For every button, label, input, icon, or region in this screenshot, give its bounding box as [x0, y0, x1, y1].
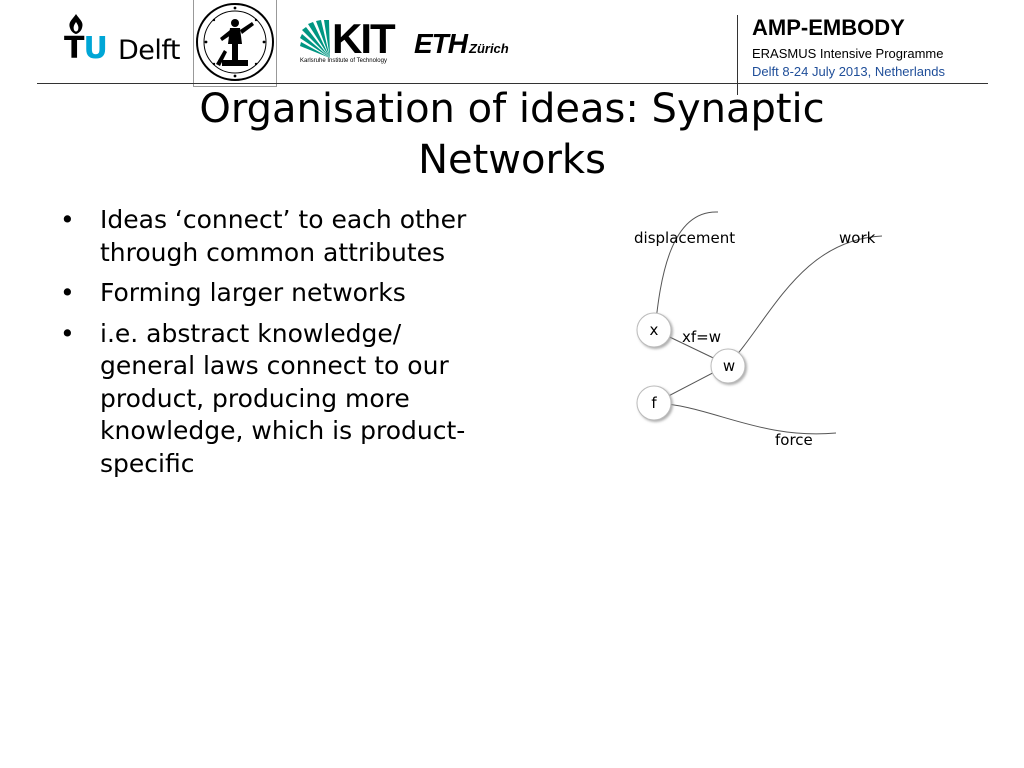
- synaptic-network-diagram: x w f displacement work xf=w force: [634, 211, 883, 449]
- label-relation: xf=w: [682, 328, 721, 346]
- programme-subtitle: ERASMUS Intensive Programme: [752, 46, 944, 61]
- programme-title: AMP-EMBODY: [752, 15, 905, 40]
- label-work: work: [839, 229, 876, 247]
- tudelft-flame-icon: [69, 14, 83, 34]
- slide-title-line-2: Networks: [418, 137, 606, 184]
- bullet-item: • Ideas ‘connect’ to each other through c…: [56, 204, 496, 269]
- node-w: w: [710, 348, 746, 384]
- bullet-text: i.e. abstract knowledge/ general laws co…: [100, 318, 466, 478]
- label-force: force: [775, 431, 813, 449]
- tudelft-u: U: [83, 31, 107, 66]
- bullet-dot: •: [60, 205, 75, 234]
- node-w-label: w: [723, 357, 735, 375]
- node-x-label: x: [650, 321, 659, 339]
- eth-text: ETH: [414, 28, 468, 59]
- curve-f-to-force: [654, 402, 837, 435]
- kit-fan-icon: [300, 20, 330, 58]
- programme-date: Delft 8-24 July 2013, Netherlands: [752, 64, 945, 79]
- curve-x-to-displacement: [654, 211, 719, 331]
- tudelft-logo: TU Delft: [62, 12, 181, 66]
- kit-subtitle: Karlsruhe Institute of Technology: [300, 58, 387, 64]
- bullet-text: Ideas ‘connect’ to each other through co…: [100, 205, 467, 267]
- bullet-list: • Ideas ‘connect’ to each other through c…: [56, 204, 496, 488]
- kit-logo: KIT Karlsruhe Institute of Technology: [300, 18, 400, 70]
- university-seal-icon: [196, 3, 274, 81]
- slide-title-line-1: Organisation of ideas: Synaptic: [199, 86, 825, 132]
- bullet-dot: •: [60, 318, 75, 348]
- header-vertical-divider: [737, 15, 738, 95]
- bullet-dot: •: [60, 278, 75, 307]
- bullet-item: • Forming larger networks: [56, 277, 496, 310]
- slide-title: Organisation of ideas: Synaptic Networks: [112, 84, 912, 186]
- node-f: f: [636, 385, 672, 421]
- header-horizontal-rule: [37, 83, 988, 84]
- tudelft-tu: TU: [64, 31, 108, 66]
- node-x: x: [636, 312, 672, 348]
- eth-zurich-text: Zürich: [469, 41, 509, 56]
- label-displacement: displacement: [634, 229, 735, 247]
- tudelft-delft-text: Delft: [118, 35, 181, 66]
- tudelft-t: T: [64, 31, 84, 66]
- curve-w-to-work: [727, 235, 883, 366]
- bullet-item: • i.e. abstract knowledge/ general laws c…: [56, 318, 496, 481]
- kit-text: KIT: [332, 15, 396, 62]
- bullet-text: Forming larger networks: [100, 278, 406, 307]
- node-f-label: f: [651, 394, 657, 412]
- slide-header: TU Delft: [0, 0, 1024, 95]
- university-seal-frame: [193, 0, 277, 87]
